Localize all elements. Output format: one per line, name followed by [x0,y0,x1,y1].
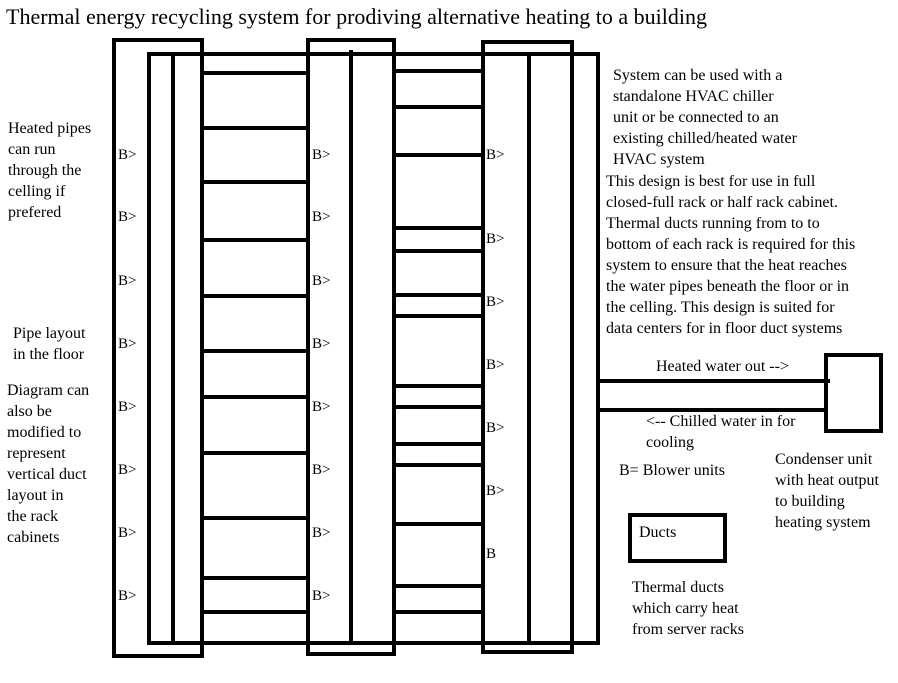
blower-label: B> [312,209,331,225]
blower-label: B> [118,399,137,415]
diagram-title: Thermal energy recycling system for prod… [6,4,707,29]
pipe-loop-outer [147,52,600,645]
condenser-unit [824,353,883,433]
blower-label: B> [312,525,331,541]
blower-label: B> [118,462,137,478]
chilled-water-in-label: <-- Chilled water in for cooling [646,413,796,451]
pipe-layout-note: Pipe layout in the floor [13,325,86,363]
blower-label: B> [312,462,331,478]
blower-label: B> [486,231,505,247]
blower-label: B> [118,273,137,289]
design-note: This design is best for use in full clos… [606,173,856,337]
blower-label: B> [118,588,137,604]
blower-label: B> [486,294,505,310]
rack-cabinet-3 [481,40,574,654]
rack-cabinet-2 [306,38,396,656]
blower-label: B> [312,273,331,289]
heated-pipes-note: Heated pipes can run through the celling… [8,120,92,221]
blower-label: B> [118,525,137,541]
blower-label: B> [312,147,331,163]
duct-rungs [202,69,483,614]
system-use-note: System can be used with a standalone HVA… [613,67,797,168]
blower-label: B> [118,147,137,163]
condenser-label: Condenser unit with heat output to build… [775,451,879,531]
blower-label: B> [486,357,505,373]
heated-water-out-label: Heated water out --> [656,358,789,375]
blower-label-last: B [486,546,497,562]
blower-label: B> [312,588,331,604]
blower-label: B> [486,147,505,163]
rack-cabinet-1 [112,38,204,658]
blower-label: B> [486,483,505,499]
ducts-legend-box [628,513,727,563]
diagram-modification-note: Diagram can also be modified to represen… [7,382,90,546]
blower-legend: B= Blower units [619,462,725,479]
ducts-legend-label: Ducts [639,524,677,541]
blower-label: B> [118,209,137,225]
blower-label: B> [312,336,331,352]
blower-label: B> [118,336,137,352]
blower-label: B> [312,399,331,415]
thermal-ducts-note: Thermal ducts which carry heat from serv… [632,579,744,638]
blower-label: B> [486,420,505,436]
